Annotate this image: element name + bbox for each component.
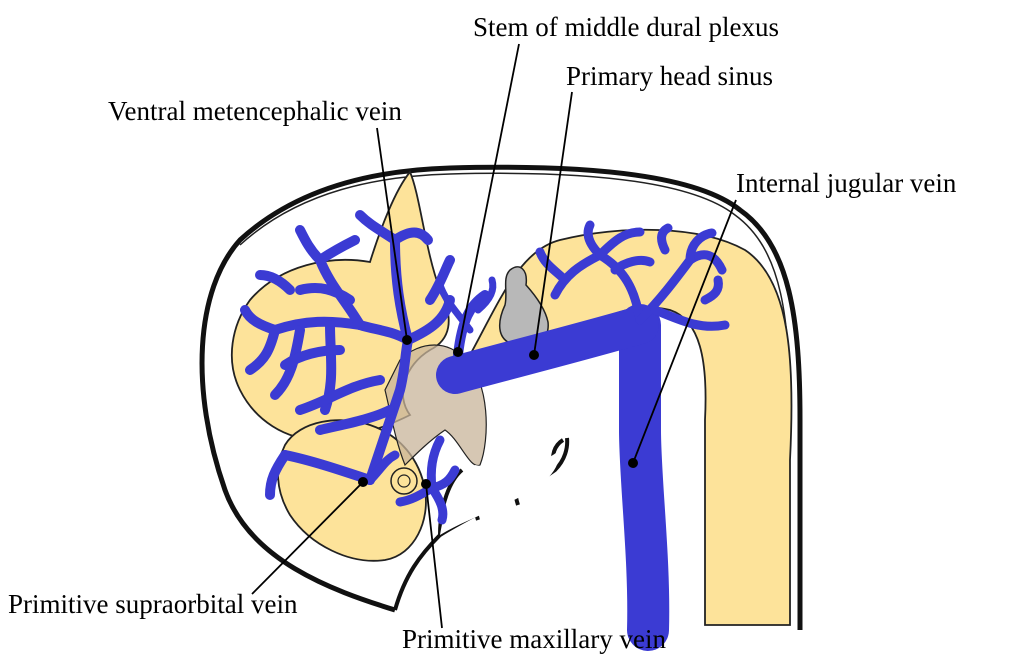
eye-lens	[391, 468, 417, 494]
label-ventral-metencephalic-vein: Ventral metencephalic vein	[108, 98, 402, 125]
label-internal-jugular-vein: Internal jugular vein	[736, 170, 956, 197]
dot-ventral	[402, 335, 412, 345]
dot-stem	[453, 347, 463, 357]
label-primitive-supraorbital-vein: Primitive supraorbital vein	[8, 591, 297, 618]
jaw-fill	[440, 450, 560, 535]
label-primitive-maxillary-vein: Primitive maxillary vein	[402, 626, 666, 653]
brain-tissue	[232, 172, 792, 625]
internal-jugular-vein	[640, 325, 648, 630]
dot-maxillary	[421, 479, 431, 489]
label-primary-head-sinus: Primary head sinus	[566, 63, 773, 90]
dot-internal	[628, 458, 638, 468]
label-stem-of-middle-dural-plexus: Stem of middle dural plexus	[473, 14, 779, 41]
dot-supra	[358, 477, 368, 487]
dot-primary	[529, 350, 539, 360]
